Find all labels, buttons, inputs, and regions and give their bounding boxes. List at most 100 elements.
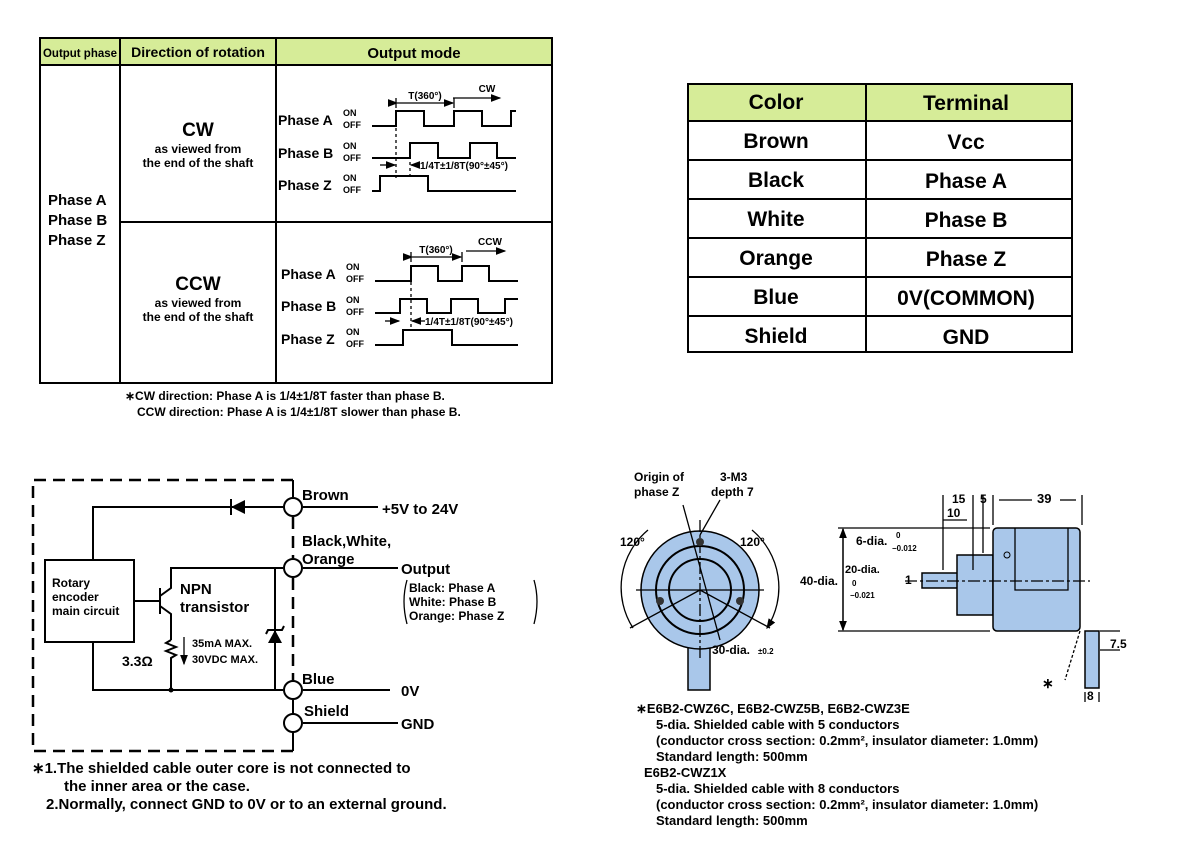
phase-b-wave	[372, 142, 516, 159]
cable-note: E6B2-CWZ1X	[644, 765, 727, 780]
cell-color: Orange	[739, 247, 813, 270]
bwo-label: Orange	[302, 551, 355, 568]
header-terminal: Terminal	[923, 92, 1009, 115]
wave-label: Phase A	[278, 112, 333, 128]
dim-label: 20-dia.	[845, 564, 880, 576]
cable-note: 5-dia. Shielded cable with 5 conductors	[656, 717, 899, 732]
wave-label: Phase B	[281, 298, 336, 314]
on-label: ON	[343, 173, 357, 183]
box-label: encoder	[52, 590, 99, 604]
cable-note: Standard length: 500mm	[656, 813, 808, 828]
shield-label: Shield	[304, 703, 349, 720]
dimension-drawing: Origin of phase Z 3-M3 depth 7 120° 120°…	[620, 470, 1127, 828]
dim-label: 10	[947, 506, 961, 520]
wave-label: Phase B	[278, 145, 333, 161]
dim-label: 30-dia.	[712, 643, 750, 657]
cell-color: Black	[748, 169, 804, 192]
off-label: OFF	[343, 153, 361, 163]
on-label: ON	[346, 262, 360, 272]
dim-label: 40-dia.	[800, 574, 838, 588]
ccw-title: CCW	[175, 274, 220, 295]
dim-label: phase Z	[634, 485, 679, 499]
header-color: Color	[749, 91, 804, 114]
cw-sub: the end of the shaft	[143, 156, 254, 170]
note: the inner area or the case.	[64, 778, 250, 795]
resistor-label: 3.3Ω	[122, 653, 153, 669]
ccw-sub: as viewed from	[155, 296, 242, 310]
dim-label: 8	[1087, 689, 1094, 703]
dim-label: 1	[905, 573, 912, 587]
dim-label: 15	[952, 492, 966, 506]
on-label: ON	[346, 327, 360, 337]
note: 2.Normally, connect GND to 0V or to an e…	[46, 796, 447, 813]
terminal-shield	[283, 713, 303, 733]
bracket	[403, 579, 538, 625]
offset-label: 1/4T±1/8T(90°±45°)	[420, 161, 508, 172]
cell-terminal: Phase Z	[926, 248, 1007, 271]
off-label: OFF	[343, 120, 361, 130]
table-header-bg	[40, 38, 552, 65]
phase-label: Phase Z	[48, 232, 106, 249]
brown-label: Brown	[302, 487, 349, 504]
cell-color: White	[747, 208, 804, 231]
dim-label: 5	[980, 492, 987, 506]
phase-label: Phase B	[48, 212, 107, 229]
angle-label: 120°	[620, 535, 645, 549]
header-output-phase: Output phase	[43, 46, 117, 60]
header-output-mode: Output mode	[367, 45, 460, 62]
cw-title: CW	[182, 120, 214, 141]
cw-sub: as viewed from	[155, 142, 242, 156]
cell-color: Shield	[744, 325, 807, 348]
table-header-bg	[688, 84, 1072, 121]
on-label: ON	[346, 295, 360, 305]
output-mode-table: Output phase Direction of rotation Outpu…	[39, 37, 553, 419]
period-label: T(360°)	[419, 245, 452, 256]
wave-label: Phase Z	[278, 177, 332, 193]
dim-label: depth 7	[711, 485, 754, 499]
cable-note: 5-dia. Shielded cable with 8 conductors	[656, 781, 899, 796]
cell-color: Blue	[753, 286, 799, 309]
front-view: Origin of phase Z 3-M3 depth 7 120° 120°…	[620, 470, 780, 691]
gnd-label: GND	[401, 716, 435, 733]
cell-terminal: Phase B	[925, 209, 1008, 232]
npn-transistor-icon	[134, 567, 283, 693]
bwo-label: Black,White,	[302, 533, 391, 550]
color-terminal-table: Color Terminal Brown Vcc Black Phase A W…	[687, 83, 1073, 353]
dim-label: 7.5	[1110, 637, 1127, 651]
terminal-blue	[283, 680, 303, 700]
dim-label: 6-dia.	[856, 534, 887, 548]
dim-label: 0	[852, 579, 857, 588]
cell-terminal: Phase A	[925, 170, 1007, 193]
supply-label: +5V to 24V	[382, 501, 458, 518]
output-label: Output	[401, 561, 450, 578]
period-label: T(360°)	[408, 91, 441, 102]
dim-label: ±0.2	[758, 647, 774, 656]
dim-label: 0	[896, 531, 901, 540]
terminals	[283, 497, 303, 733]
phase-a-wave	[372, 110, 516, 127]
direction-arrow-label: CW	[479, 84, 496, 95]
note: ∗CW direction: Phase A is 1/4±1/8T faste…	[125, 389, 445, 403]
box-label: Rotary	[52, 576, 90, 590]
current-label: 35mA MAX.	[192, 638, 252, 650]
ccw-sub: the end of the shaft	[143, 310, 254, 324]
dim-label: ∗	[1042, 675, 1054, 691]
cable-note: Standard length: 500mm	[656, 749, 808, 764]
zener-diode-icon	[268, 630, 282, 643]
phase-label: Phase A	[48, 192, 107, 209]
diode-icon	[231, 500, 245, 514]
cable-note: (conductor cross section: 0.2mm², insula…	[656, 797, 1038, 812]
dim-label: −0.012	[892, 544, 917, 553]
off-label: OFF	[346, 339, 364, 349]
cell-color: Brown	[743, 130, 808, 153]
note: ∗1.The shielded cable outer core is not …	[32, 760, 410, 777]
note: CCW direction: Phase A is 1/4±1/8T slowe…	[137, 405, 461, 419]
dim-label: −0.021	[850, 591, 875, 600]
angle-label: 120°	[740, 535, 765, 549]
cable-note: ∗E6B2-CWZ6C, E6B2-CWZ5B, E6B2-CWZ3E	[636, 701, 910, 716]
direction-arrow-label: CCW	[478, 237, 502, 248]
out-map: White: Phase B	[409, 595, 497, 609]
